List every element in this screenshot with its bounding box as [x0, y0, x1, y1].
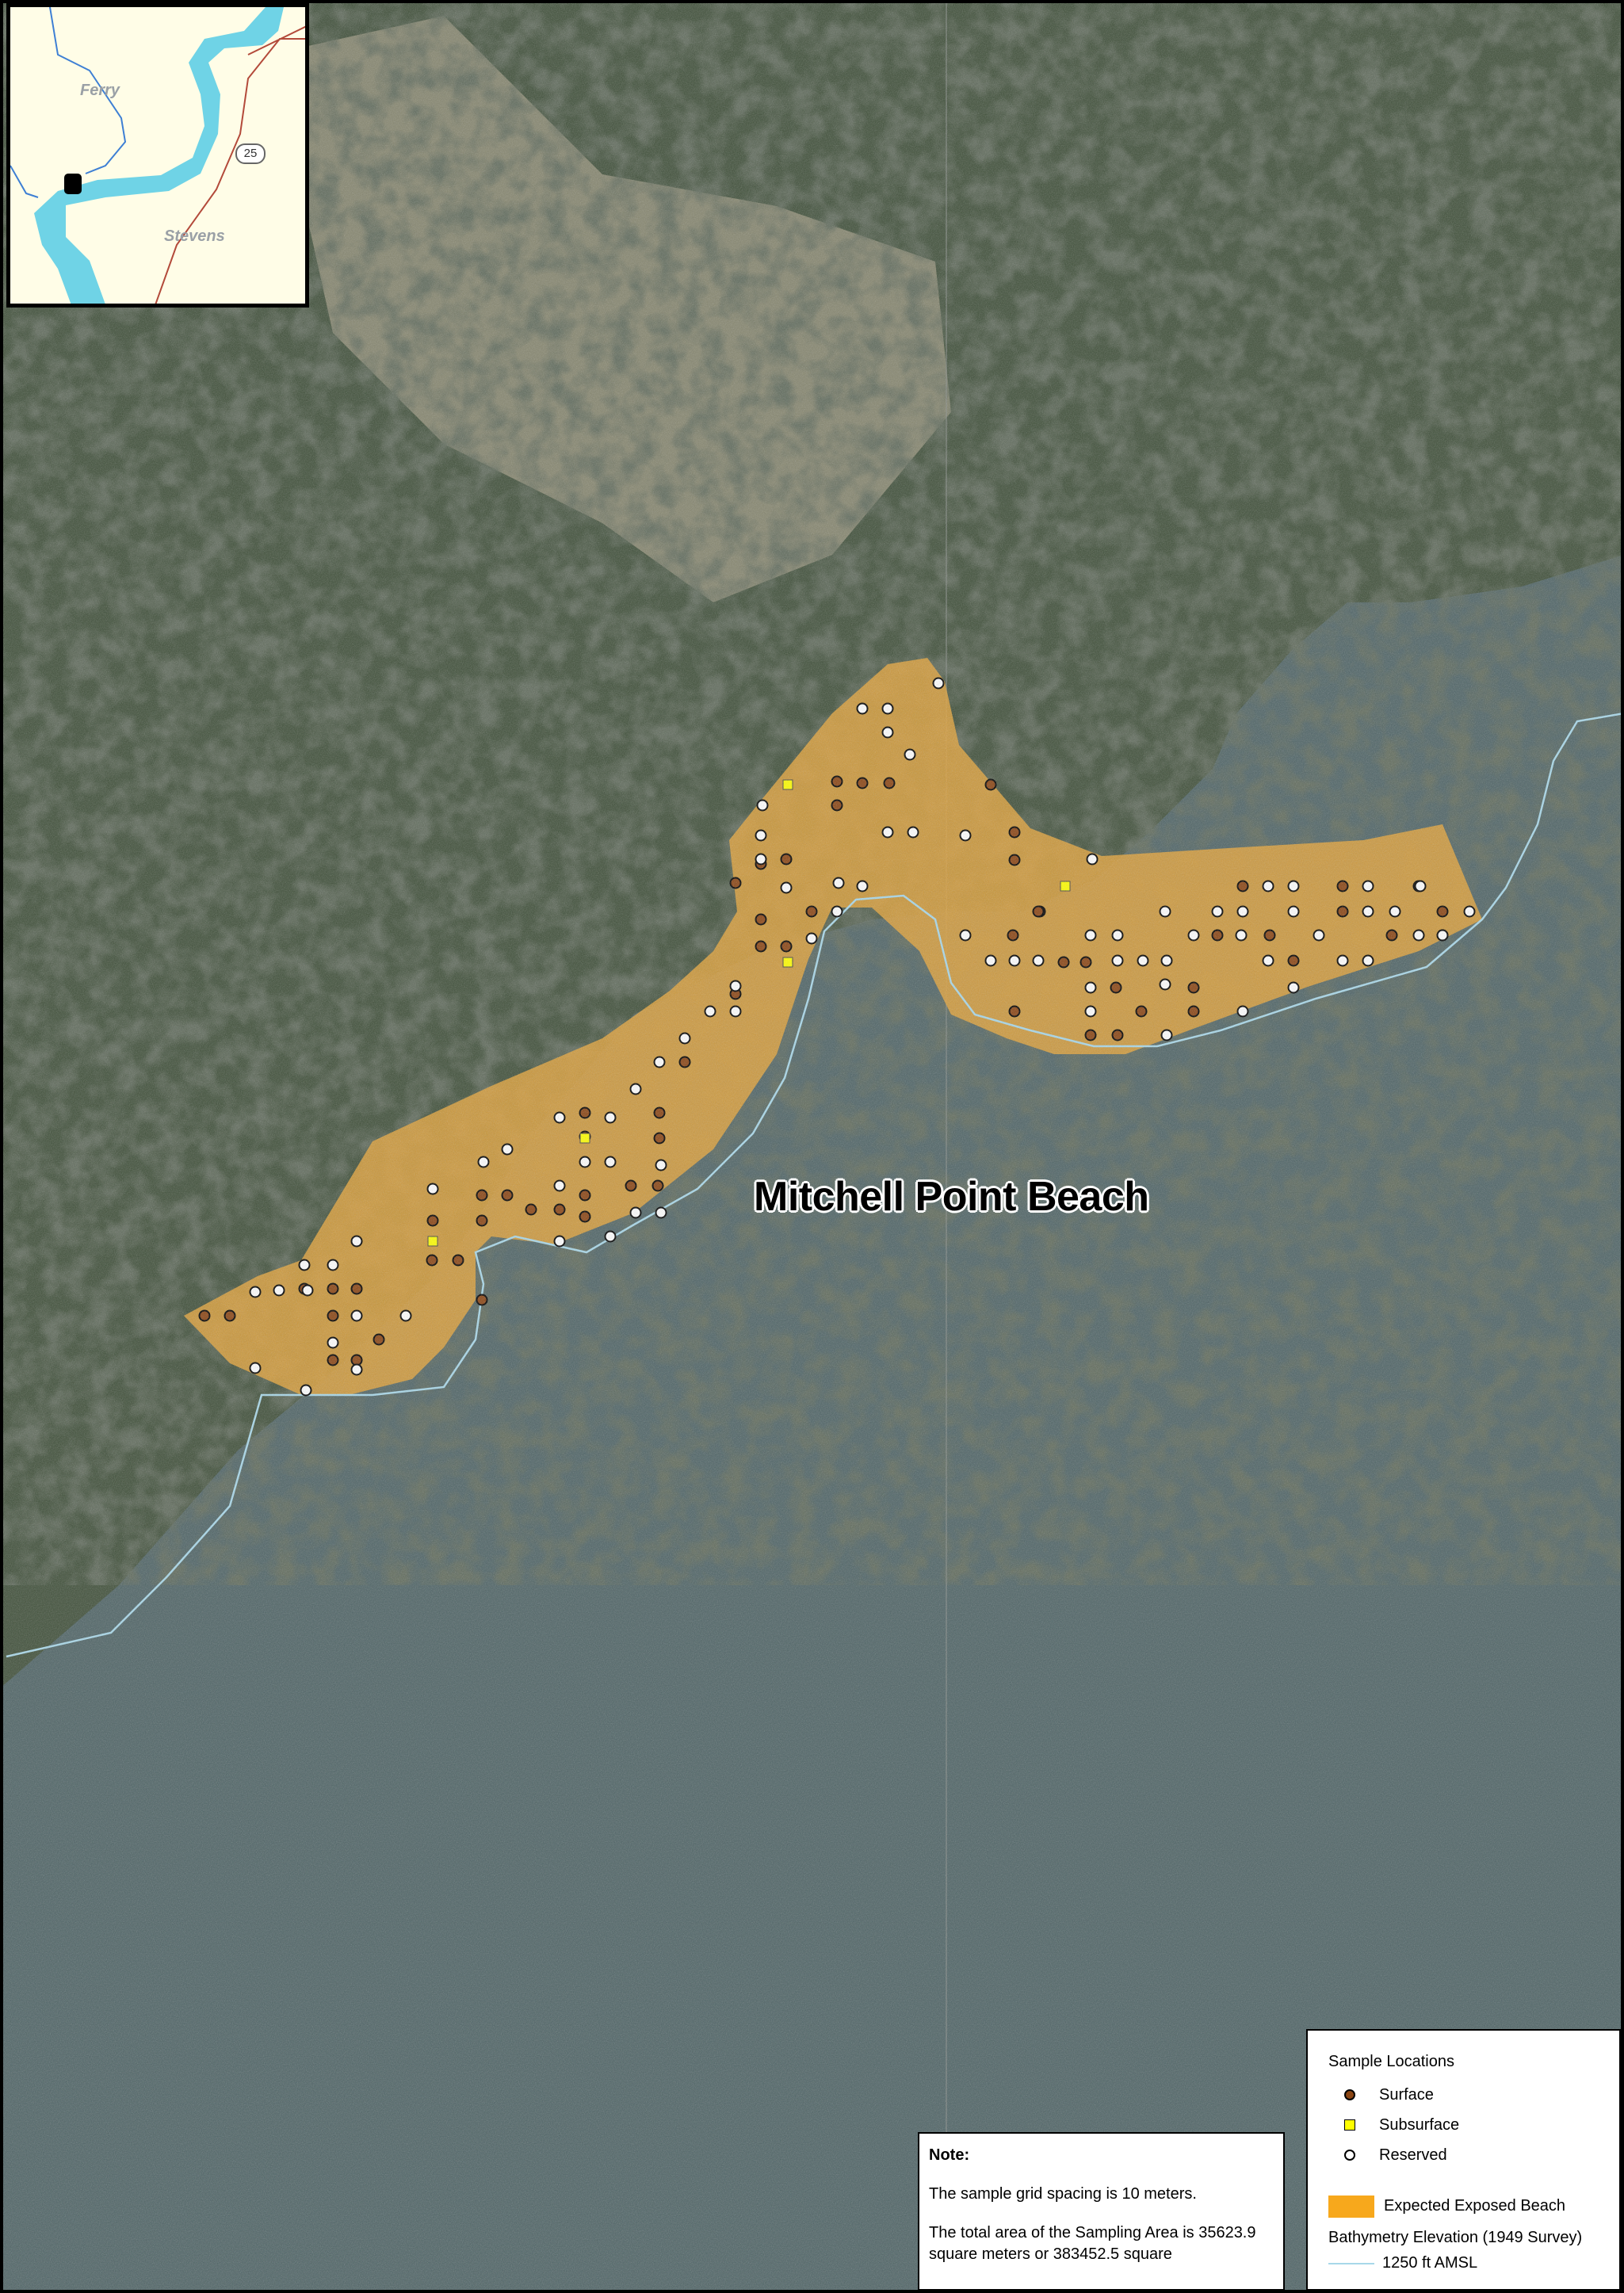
inset-river — [10, 7, 127, 198]
beach-swatch-icon — [1328, 2196, 1374, 2218]
legend-contour-label: 1250 ft AMSL — [1382, 2254, 1478, 2272]
legend-item-surface: Surface — [1328, 2085, 1599, 2115]
surface-point-icon — [1344, 2089, 1355, 2100]
legend-item-contour: 1250 ft AMSL — [1328, 2253, 1599, 2276]
inset-label-stevens: Stevens — [164, 227, 225, 245]
legend-bathymetry-heading: Bathymetry Elevation (1949 Survey) — [1328, 2229, 1583, 2246]
legend-beach-label: Expected Exposed Beach — [1384, 2197, 1566, 2215]
note-total-area: The total area of the Sampling Area is 3… — [929, 2224, 1256, 2263]
legend-item-reserved: Reserved — [1328, 2145, 1599, 2175]
inset-road — [155, 25, 305, 304]
note-grid-spacing: The sample grid spacing is 10 meters. — [929, 2185, 1197, 2203]
locator-marker-icon — [64, 174, 82, 194]
subsurface-point-icon — [1344, 2119, 1355, 2131]
legend-item-subsurface: Subsurface — [1328, 2115, 1599, 2145]
note-box: Note: The sample grid spacing is 10 mete… — [918, 2132, 1285, 2291]
legend-item-label: Surface — [1379, 2086, 1434, 2104]
legend-item-beach: Expected Exposed Beach — [1328, 2184, 1599, 2229]
inset-label-ferry: Ferry — [80, 82, 120, 99]
highway-shield-icon: 25 — [235, 143, 266, 164]
legend-item-label: Subsurface — [1379, 2116, 1460, 2134]
inset-lake — [34, 7, 284, 304]
contour-line-icon — [1328, 2263, 1374, 2264]
reserved-point-icon — [1344, 2150, 1355, 2161]
legend-item-label: Reserved — [1379, 2146, 1447, 2164]
note-heading: Note: — [929, 2146, 970, 2164]
map-legend: Sample Locations Surface Subsurface Rese… — [1306, 2029, 1621, 2291]
legend-heading: Sample Locations — [1328, 2053, 1454, 2070]
inset-locator-map: Ferry Stevens 25 — [6, 3, 309, 308]
map-title: Mitchell Point Beach — [754, 1174, 1149, 1220]
